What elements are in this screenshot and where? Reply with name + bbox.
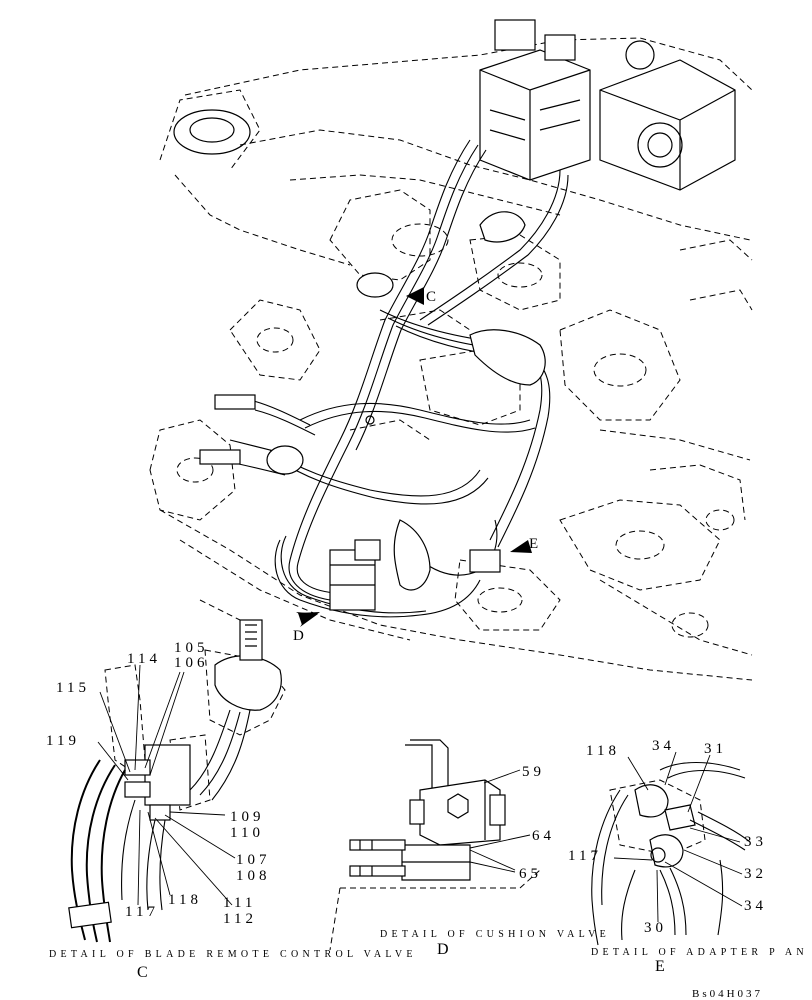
callout-e: E <box>510 536 542 553</box>
detail-c-view: 105 106 114 115 119 109 110 107 108 111 … <box>46 619 417 981</box>
callout-d: D <box>293 612 320 644</box>
label-119: 119 <box>46 733 80 749</box>
detail-e-letter: E <box>655 958 665 975</box>
main-assembly-view: C D E <box>149 19 753 681</box>
label-115: 115 <box>56 680 90 696</box>
main-control-valve <box>479 19 736 191</box>
label-117: 117 <box>125 904 159 920</box>
label-33: 33 <box>744 834 767 850</box>
label-109: 109 <box>230 809 265 825</box>
drawing-code: Bs04H037 <box>692 988 763 1000</box>
detail-d-caption: DETAIL OF CUSHION VALVE <box>380 929 610 940</box>
label-34-top: 34 <box>652 738 675 754</box>
callout-c: C <box>406 287 440 305</box>
label-30: 30 <box>644 920 667 936</box>
detail-e-caption: DETAIL OF ADAPTER P AN <box>591 947 808 958</box>
label-118-e: 118 <box>586 743 620 759</box>
label-118: 118 <box>168 892 202 908</box>
callout-e-label: E <box>529 536 542 552</box>
label-117-e: 117 <box>568 848 602 864</box>
main-fittings <box>199 211 546 611</box>
label-106: 106 <box>174 655 209 671</box>
frame-outline <box>149 37 753 681</box>
detail-d-letter: D <box>437 941 449 958</box>
label-114: 114 <box>127 651 161 667</box>
pilot-piping <box>219 139 569 618</box>
label-64: 64 <box>532 828 555 844</box>
label-111: 111 <box>223 895 256 911</box>
label-31: 31 <box>704 741 727 757</box>
detail-e-view: 118 34 31 33 117 32 34 30 DETAIL OF ADAP… <box>568 738 808 975</box>
label-105: 105 <box>174 640 209 656</box>
label-112: 112 <box>223 911 257 927</box>
callout-c-label: C <box>426 289 440 305</box>
detail-d-view: 59 64 65 DETAIL OF CUSHION VALVE D <box>329 739 610 958</box>
label-110: 110 <box>230 825 264 841</box>
callout-d-label: D <box>293 628 308 644</box>
label-65: 65 <box>519 866 542 882</box>
label-32: 32 <box>744 866 767 882</box>
label-107: 107 <box>236 852 271 868</box>
detail-c-letter: C <box>137 964 148 981</box>
label-59: 59 <box>522 764 545 780</box>
label-108: 108 <box>236 868 271 884</box>
detail-c-caption: DETAIL OF BLADE REMOTE CONTROL VALVE <box>49 949 417 960</box>
label-34-bottom: 34 <box>744 898 767 914</box>
